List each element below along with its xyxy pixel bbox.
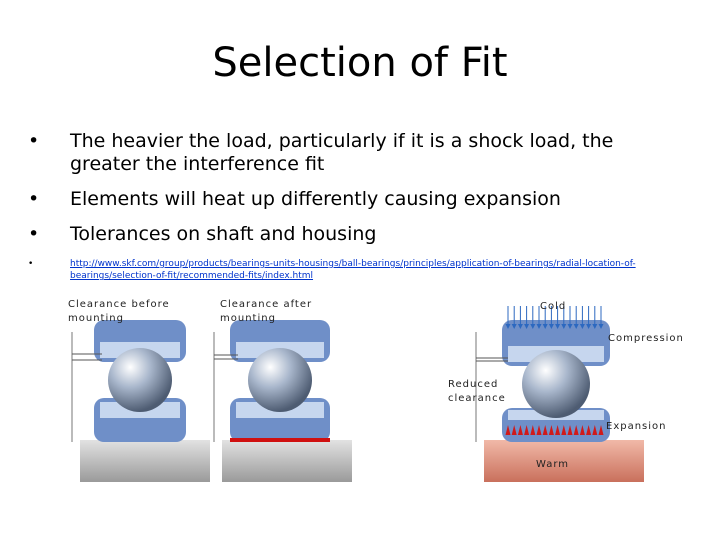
reference-link-item: http://www.skf.com/group/products/bearin… (28, 258, 688, 282)
compression-arrowhead (542, 324, 548, 329)
label-line: mounting (68, 313, 124, 324)
label-reduced-clearance: Reduced clearance (448, 378, 506, 406)
expansion-arrow (579, 425, 585, 435)
compression-arrowhead (567, 324, 573, 329)
compression-arrowhead (517, 324, 523, 329)
bearing-after-mounting (213, 320, 352, 482)
shaft (222, 440, 352, 482)
compression-arrowhead (511, 324, 517, 329)
bearing-illustration (71, 306, 644, 482)
expansion-arrow (598, 425, 604, 435)
label-cold: Cold (540, 301, 567, 312)
compression-arrowhead (579, 324, 585, 329)
label-line: mounting (220, 313, 276, 324)
expansion-arrow (567, 425, 573, 435)
compression-arrowhead (524, 324, 530, 329)
expansion-arrow (505, 425, 511, 435)
label-clearance-after: Clearance after mounting (220, 298, 312, 326)
shaft (80, 440, 210, 482)
compression-arrowhead (561, 324, 567, 329)
label-line: Reduced (448, 379, 499, 390)
label-line: Clearance before (68, 299, 170, 310)
expansion-arrow (524, 425, 530, 435)
expansion-arrow (555, 425, 561, 435)
compression-arrowhead (530, 324, 536, 329)
compression-arrowhead (592, 324, 598, 329)
warm-shaft (484, 440, 644, 482)
label-line: Clearance after (220, 299, 313, 310)
bullet-item: Elements will heat up differently causin… (28, 188, 688, 211)
expansion-arrow (517, 425, 523, 435)
compression-arrowhead (573, 324, 579, 329)
label-compression: Compression (608, 333, 684, 344)
bearing-temperature-effect (475, 306, 644, 482)
expansion-arrow (561, 425, 567, 435)
reference-link[interactable]: http://www.skf.com/group/products/bearin… (70, 259, 636, 281)
compression-arrowhead (586, 324, 592, 329)
expansion-arrow (542, 425, 548, 435)
ball (248, 348, 312, 412)
label-clearance-before: Clearance before mounting (68, 298, 170, 326)
ball (108, 348, 172, 412)
bearing-fit-diagram: Clearance before mounting Clearance afte… (62, 292, 702, 492)
expansion-arrow (592, 425, 598, 435)
label-warm: Warm (536, 459, 570, 470)
bullet-list: The heavier the load, particularly if it… (28, 130, 688, 294)
label-expansion: Expansion (606, 421, 667, 432)
expansion-arrow (511, 425, 517, 435)
compression-arrowhead (505, 324, 511, 329)
expansion-arrows (505, 425, 604, 435)
expansion-arrow (548, 425, 554, 435)
compression-arrowhead (536, 324, 542, 329)
expansion-arrow (536, 425, 542, 435)
compression-arrowhead (555, 324, 561, 329)
interference-band (230, 438, 330, 442)
label-line: clearance (448, 393, 506, 404)
compression-arrows (505, 306, 604, 329)
compression-arrowhead (548, 324, 554, 329)
bearing-before-mounting (71, 320, 210, 482)
ball (522, 350, 590, 418)
expansion-arrow (586, 425, 592, 435)
bullet-item: Tolerances on shaft and housing (28, 223, 688, 246)
compression-arrowhead (598, 324, 604, 329)
slide-title: Selection of Fit (212, 40, 508, 86)
expansion-arrow (530, 425, 536, 435)
bullet-item: The heavier the load, particularly if it… (28, 130, 688, 176)
expansion-arrow (573, 425, 579, 435)
